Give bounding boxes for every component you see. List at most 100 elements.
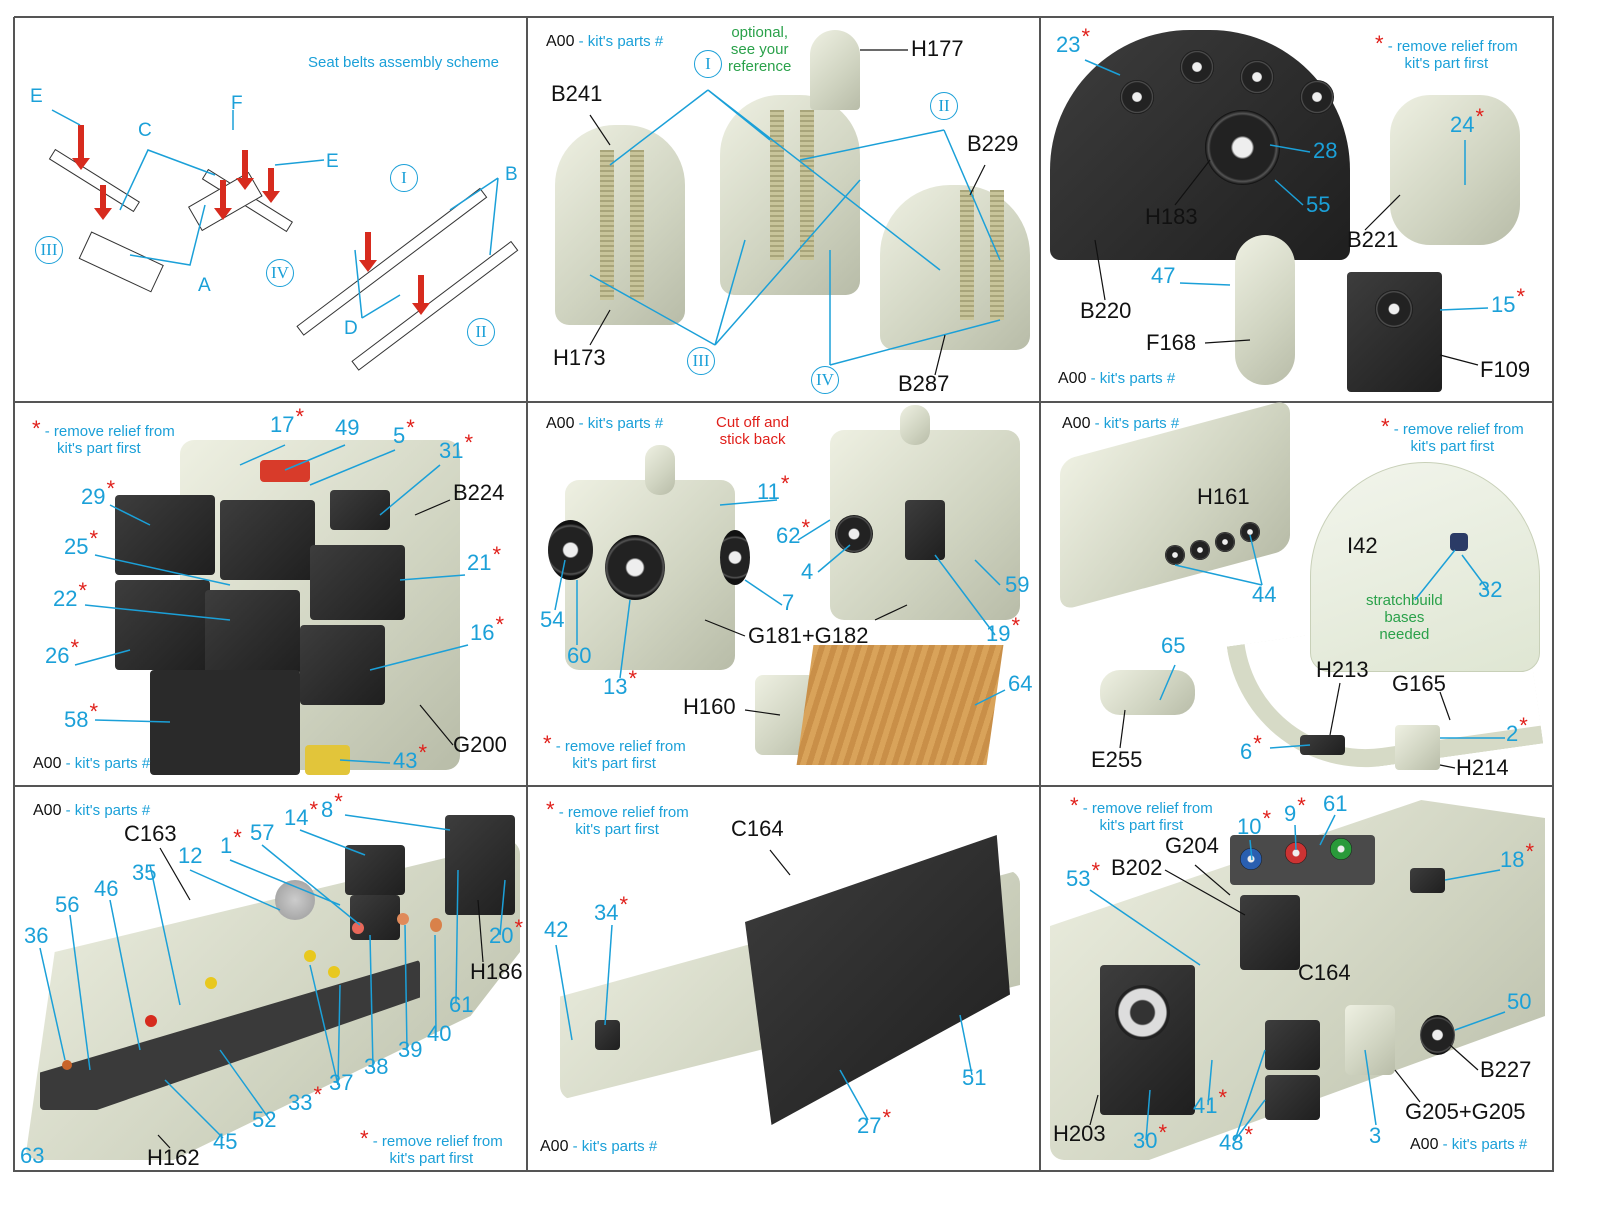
part-22: 22* [53,578,88,611]
belt-strap [960,190,974,320]
part-H161: H161 [1197,484,1250,509]
part-H177: H177 [911,36,964,61]
lever-knob [62,1060,72,1070]
instrument-cluster [115,580,210,670]
step-circle: I [390,164,418,192]
part-H173: H173 [553,345,606,370]
part-57: 57 [250,820,275,845]
compass [1205,110,1280,185]
step-circle: IV [811,366,839,394]
instrument-cluster [220,500,315,580]
part-H213: H213 [1316,657,1369,682]
lever-knob [304,950,316,962]
gauge [1180,50,1214,84]
part-45: 45 [213,1129,238,1154]
part-59: 59 [1005,572,1030,597]
part-56: 56 [55,892,80,917]
knob [1165,545,1185,565]
part-44: 44 [1252,582,1277,607]
gauge [1120,80,1154,114]
switch-18 [1410,868,1445,893]
lever-knob [205,977,217,989]
red-warning-panel [260,460,310,482]
part-H186: H186 [470,959,523,984]
part-1: 1* [220,825,242,858]
knob [1215,532,1235,552]
control-yoke [1390,95,1520,245]
part-C164: C164 [1298,960,1351,985]
part-62: 62* [776,515,811,548]
gauge [1300,80,1334,114]
part-17: 17* [270,404,305,437]
label-E: E [30,86,43,107]
step-circle: IV [266,259,294,287]
part-E255-shape [1100,670,1195,715]
red-arrow [236,150,254,190]
part-20: 20* [489,915,524,948]
part-24: 24* [1450,104,1485,137]
knob-stem [900,405,930,445]
part-40: 40 [427,1021,452,1046]
part-C163: C163 [124,821,177,846]
part-53: 53* [1066,858,1101,891]
remove-relief-note: * - remove relief from kit's part first [546,797,689,839]
part-11: 11* [757,471,790,504]
part-47: 47 [1151,263,1176,288]
part-E255: E255 [1091,747,1143,772]
part-52: 52 [252,1107,277,1132]
bracket [1235,235,1295,385]
belt-strap [600,150,614,300]
part-23: 23* [1056,24,1091,57]
part-43: 43* [393,740,428,773]
seat [720,95,860,295]
part-2: 2* [1506,713,1528,746]
instrument-cluster [310,545,405,620]
label-F: F [231,93,243,114]
red-arrow [412,275,430,315]
part-G181-G182: G181+G182 [748,623,869,648]
trim-wheel-12 [275,880,315,920]
kit-parts-legend: A00 - kit's parts # [546,33,664,50]
part-39: 39 [398,1037,423,1062]
red-arrow [262,168,280,203]
part-B224: B224 [453,480,505,505]
belt-strap [296,187,488,336]
grid-line [14,785,1554,787]
seat [880,185,1030,350]
grid-line [14,1170,1554,1172]
part-G204: G204 [1165,833,1219,858]
part-B229: B229 [967,131,1019,156]
belt-pad [78,231,164,293]
step-circle: II [930,92,958,120]
part-46: 46 [94,876,119,901]
part-50: 50 [1507,989,1532,1014]
kit-parts-legend: A00 - kit's parts # [33,802,151,819]
part-G205-G205: G205+G205 [1405,1099,1526,1124]
panel-title: Seat belts assembly scheme [308,54,499,71]
part-12: 12 [178,843,203,868]
part-32: 32 [1478,577,1503,602]
part-27: 27* [857,1105,892,1138]
yellow-box [305,745,350,775]
step-circle: III [687,347,715,375]
kit-parts-legend: A00 - kit's parts # [546,415,664,432]
dial [548,520,593,580]
box-48 [1265,1075,1320,1120]
knob [1240,522,1260,542]
small-gauge [330,490,390,530]
part-B227: B227 [1480,1057,1532,1082]
part-61: 61 [449,992,474,1017]
part-G165: G165 [1392,671,1446,696]
gauge [1240,848,1262,870]
box-34 [595,1020,620,1050]
part-13: 13* [603,666,638,699]
remove-relief-note: * - remove relief from kit's part first [543,731,686,773]
lower-panel [150,670,300,775]
grid-line [14,401,1554,403]
part-B241: B241 [551,81,603,106]
part-48: 48* [1219,1122,1254,1155]
part-15: 15* [1491,284,1526,317]
part-5: 5* [393,415,415,448]
